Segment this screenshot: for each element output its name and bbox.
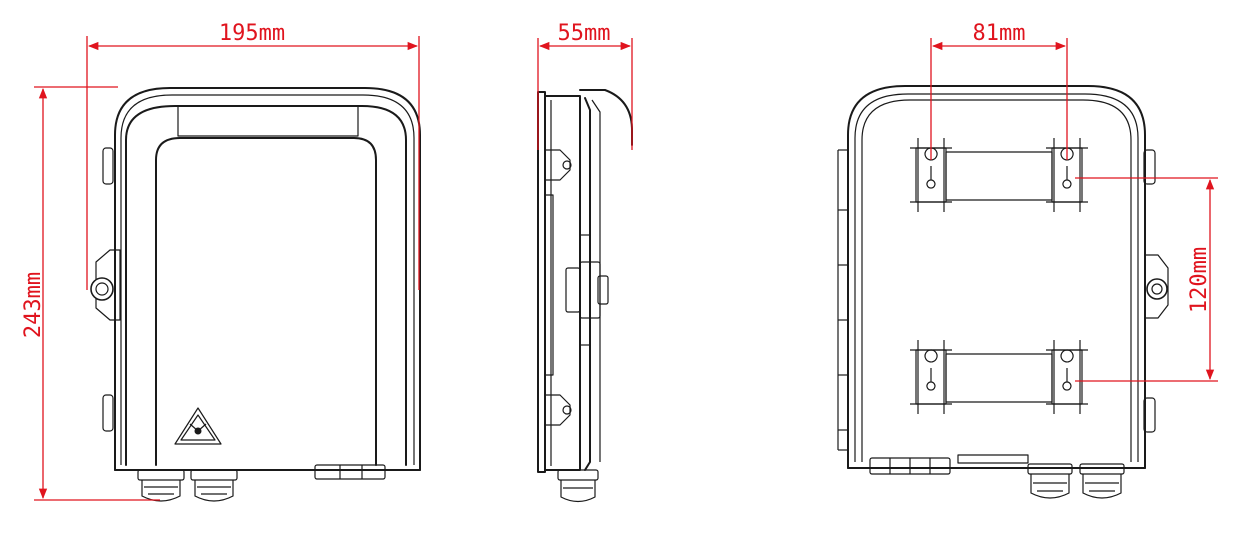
cable-gland [1079,463,1125,499]
hole-horizontal-label: 81mm [973,21,1026,46]
dimension-height: 243mm [21,86,160,501]
cable-gland [190,469,238,502]
height-label: 243mm [21,272,46,338]
dimension-hole-vertical: 120mm [1075,177,1218,382]
mounting-bracket [910,340,1088,414]
dimension-hole-horizontal: 81mm [930,21,1068,160]
side-view [537,89,633,503]
dimension-width: 195mm [86,21,420,290]
dimension-depth: 55mm [537,21,633,150]
hole-vertical-label: 120mm [1187,247,1212,313]
cable-gland [1027,463,1073,499]
mounting-bracket [910,138,1088,212]
laser-warning-icon [174,407,222,445]
cable-gland [137,469,185,502]
width-label: 195mm [219,21,285,46]
lock-knob-icon [90,249,121,321]
depth-label: 55mm [558,21,611,46]
front-view [90,87,421,502]
lock-knob-icon [1144,254,1169,319]
back-view [837,85,1169,499]
